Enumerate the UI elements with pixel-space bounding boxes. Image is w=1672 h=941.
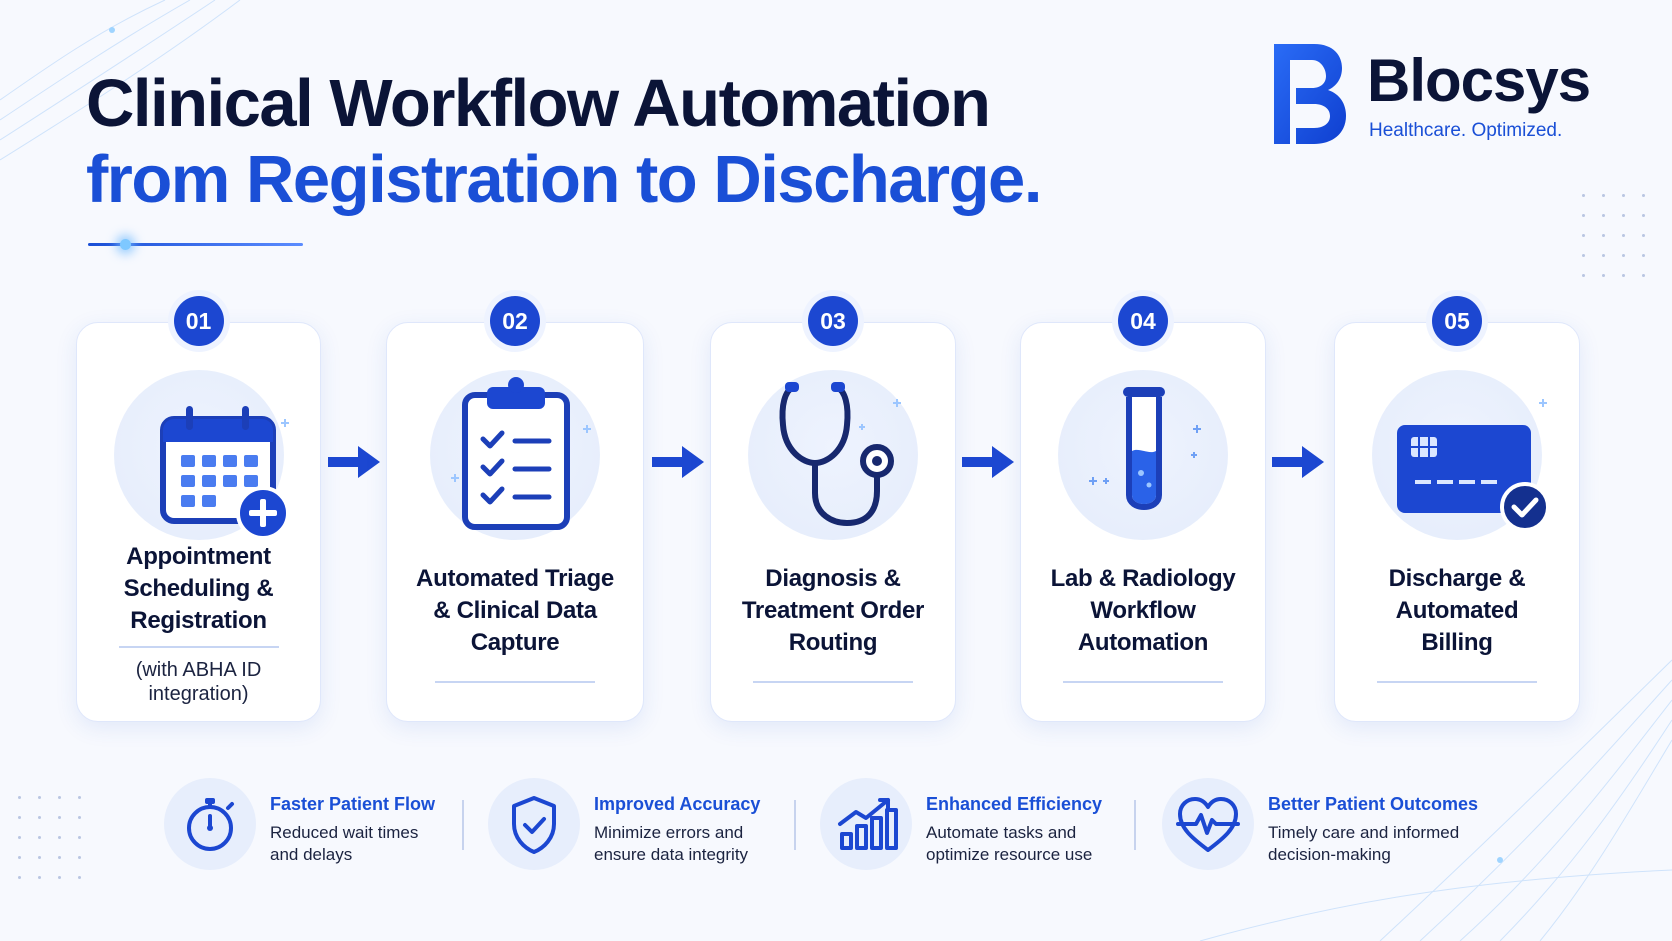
step-number-badge: 05 (1432, 296, 1482, 346)
benefit-icon-circle (164, 778, 256, 870)
blocsys-logo-icon (1274, 44, 1346, 144)
benefit-description: Automate tasks and optimize resource use (926, 823, 1093, 864)
benefit-icon-circle (488, 778, 580, 870)
step-card-1: 01 Appointment Scheduling & Registration… (76, 296, 321, 722)
benefit-description: Reduced wait times and delays (270, 823, 419, 864)
credit-card-check-icon (1397, 399, 1547, 532)
benefit-icon-circle (820, 778, 912, 870)
stopwatch-icon (187, 798, 234, 851)
benefit-enhanced-efficiency: Enhanced Efficiency Automate tasks and o… (820, 778, 1140, 870)
benefit-description: Timely care and informed decision-making (1268, 823, 1460, 864)
dot-pattern-top-right (1582, 194, 1666, 294)
step-icon-area (1367, 365, 1547, 545)
step-number-badge: 03 (808, 296, 858, 346)
flow-arrow-icon (962, 446, 1014, 478)
benefit-improved-accuracy: Improved Accuracy Minimize errors and en… (488, 778, 788, 870)
step-number-badge: 04 (1118, 296, 1168, 346)
test-tube-icon (1089, 387, 1201, 510)
step-divider (118, 646, 279, 648)
step-card-3: 03 Diagnosis & Treatment Order Routing (710, 296, 956, 722)
benefit-title: Faster Patient Flow (270, 794, 436, 814)
benefit-faster-patient-flow: Faster Patient Flow Reduced wait times a… (164, 778, 464, 870)
step-icon-area (743, 365, 923, 545)
step-label: Lab & Radiology Workflow Automation (1050, 565, 1236, 656)
shield-check-icon (512, 796, 556, 854)
page-title: Clinical Workflow Automation from Regist… (86, 66, 1042, 218)
stethoscope-icon (779, 382, 901, 527)
benefit-better-patient-outcomes: Better Patient Outcomes Timely care and … (1162, 778, 1502, 870)
step-divider (1063, 681, 1223, 683)
brand-name: Blocsys (1367, 47, 1591, 114)
step-label: Discharge & Automated Billing (1388, 565, 1526, 656)
benefit-description: Minimize errors and ensure data integrit… (594, 823, 749, 864)
step-card-5: 05 Discharge & Automated Billing (1334, 296, 1580, 722)
step-icon-area (425, 365, 605, 545)
brand-tagline: Healthcare. Optimized. (1369, 120, 1563, 141)
benefit-title: Better Patient Outcomes (1268, 794, 1479, 814)
flow-arrow-icon (1272, 446, 1324, 478)
clipboard-checklist-icon (451, 377, 591, 530)
step-divider (753, 681, 913, 683)
title-line-1: Clinical Workflow Automation (86, 66, 991, 141)
growth-chart-icon (838, 798, 898, 850)
brand-logo: Blocsys Healthcare. Optimized. (1270, 42, 1600, 146)
step-label: Automated Triage & Clinical Data Capture (416, 565, 614, 656)
step-icon-area (1053, 365, 1233, 545)
step-card-4: 04 Lab & Radiology Workflow Automation (1020, 296, 1266, 722)
calendar-plus-icon (159, 406, 289, 540)
step-label: Diagnosis & Treatment Order Routing (741, 565, 925, 656)
step-number-badge: 02 (490, 296, 540, 346)
benefit-icon-circle (1162, 778, 1254, 870)
step-divider (1377, 681, 1537, 683)
flow-arrow-icon (328, 446, 380, 478)
step-icon-area (109, 365, 289, 545)
title-line-2: from Registration to Discharge. (86, 142, 1042, 217)
benefit-title: Improved Accuracy (594, 794, 761, 814)
step-label: Appointment Scheduling & Registration (123, 543, 274, 634)
step-card-2: 02 Automated Triage & Clinical Data Capt… (386, 296, 644, 722)
dot-pattern-bottom-left (18, 796, 88, 886)
step-note: (with ABHA ID integration) (135, 659, 262, 705)
benefit-title: Enhanced Efficiency (926, 794, 1103, 814)
benefit-separator (462, 800, 464, 850)
benefit-separator (794, 800, 796, 850)
step-number-badge: 01 (173, 296, 224, 346)
flow-arrow-icon (652, 446, 704, 478)
benefit-separator (1134, 800, 1136, 850)
title-underline (88, 239, 303, 250)
step-divider (435, 681, 595, 683)
heartbeat-icon (1176, 797, 1240, 852)
